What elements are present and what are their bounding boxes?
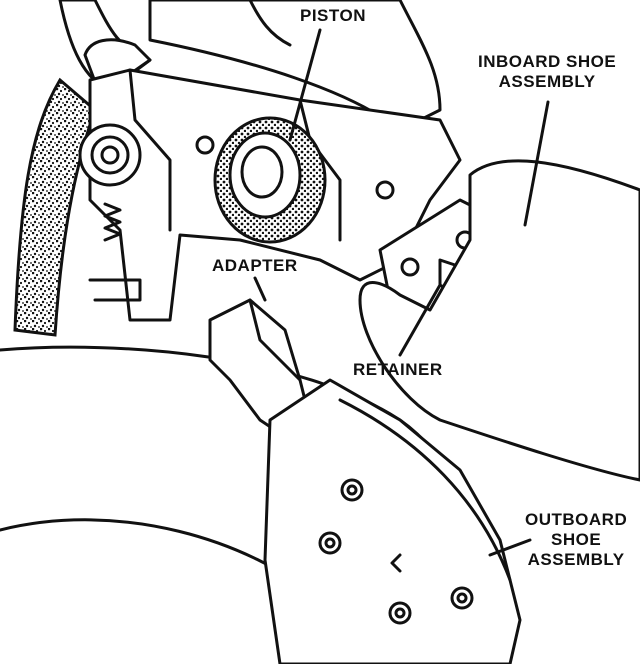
adapter-label: ADAPTER [212,256,298,275]
inboard-shoe-label-line2: ASSEMBLY [498,72,596,91]
leader-lines [253,28,550,557]
outboard-shoe-label-line1: OUTBOARD [525,510,628,529]
piston [213,116,327,244]
outboard-shoe-label-line3: ASSEMBLY [527,550,625,569]
outboard-leader [488,538,532,557]
outboard-shoe-label-line2: SHOE [551,530,602,549]
retainer-leader [398,283,442,357]
outboard-shoe [263,378,522,664]
dust-shield [13,77,97,337]
inboard-leader [523,100,550,227]
piston-leader [288,28,322,142]
outboard-shoe-label: OUTBOARD SHOE ASSEMBLY [525,510,627,570]
inboard-shoe-label: INBOARD SHOE ASSEMBLY [478,52,616,92]
retainer-label: RETAINER [353,360,443,379]
piston-label: PISTON [300,6,366,25]
adapter-leader [253,276,267,302]
hand-right-lower [358,159,640,482]
inboard-shoe-label-line1: INBOARD SHOE [478,52,617,71]
left-hand [58,0,152,97]
